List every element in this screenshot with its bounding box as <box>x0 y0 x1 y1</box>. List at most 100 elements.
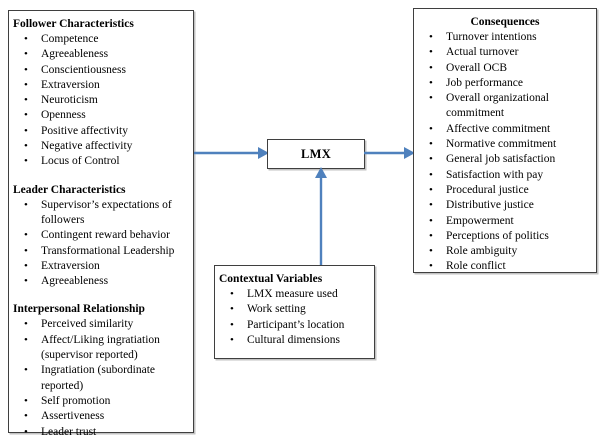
bullet-icon: • <box>24 318 28 331</box>
bullet-icon: • <box>24 63 28 76</box>
list-item-label: LMX measure used <box>247 288 338 300</box>
list-item: • Agreeableness <box>13 47 189 62</box>
list-item-label: Supervisor’s expectations of followers <box>41 198 172 226</box>
list-item-label: Leader trust <box>41 425 97 438</box>
bullet-icon: • <box>24 140 28 153</box>
list-item-label: Negative affectivity <box>41 140 133 153</box>
list-item: • Negative affectivity <box>13 139 189 154</box>
list-item: •LMX measure used <box>219 287 370 302</box>
bullet-icon: • <box>24 259 28 272</box>
list-item-label: Actual turnover <box>446 46 519 59</box>
bullet-icon: • <box>24 124 28 137</box>
list-item-label: Perceived similarity <box>41 318 134 331</box>
list-item: •Work setting <box>219 302 370 317</box>
list-item-label: Extraversion <box>41 259 100 272</box>
arrow-antecedents-to-lmx <box>194 144 270 162</box>
list-item-label: Normative commitment <box>446 138 557 151</box>
bullet-icon: • <box>429 138 433 151</box>
lmx-label: LMX <box>300 146 332 161</box>
contextual-variables-box: Contextual Variables •LMX measure used •… <box>214 265 375 359</box>
list-item: • Contingent reward behavior <box>13 228 189 243</box>
bullet-icon: • <box>24 78 28 91</box>
bullet-icon: • <box>429 168 433 181</box>
consequences-title: Consequences <box>470 16 540 28</box>
list-item: •Satisfaction with pay <box>418 168 592 183</box>
bullet-icon: • <box>429 153 433 166</box>
list-item: •Turnover intentions <box>418 30 592 45</box>
list-item-label: Extraversion <box>41 78 100 91</box>
list-item: •Cultural dimensions <box>219 333 370 348</box>
list-item: •Overall OCB <box>418 61 592 76</box>
bullet-icon: • <box>429 199 433 212</box>
list-item: • Procedural justice <box>418 183 592 198</box>
list-consequences: •Turnover intentions •Actual turnover •O… <box>418 30 592 275</box>
bullet-icon: • <box>24 333 28 346</box>
list-item-label: Conscientiousness <box>41 63 126 76</box>
list-item: • General job satisfaction <box>418 152 592 167</box>
list-item: • Role ambiguity <box>418 244 592 259</box>
bullet-icon: • <box>24 94 28 107</box>
list-item-label: Locus of Control <box>41 155 120 168</box>
list-item-label: Assertiveness <box>41 410 105 423</box>
list-item: • Perceived similarity <box>13 317 189 332</box>
bullet-icon: • <box>429 31 433 43</box>
list-follower-characteristics: •Competence • Agreeableness • Conscientiou… <box>13 32 189 170</box>
list-item-label: Participant’s location <box>247 318 345 331</box>
list-item: •Overall organizational commitment <box>418 91 592 122</box>
list-item: •Affective commitment <box>418 122 592 137</box>
list-item-label: Distributive justice <box>446 199 534 212</box>
bullet-icon: • <box>24 48 28 61</box>
list-item: • Extraversion <box>13 78 189 93</box>
bullet-icon: • <box>429 122 433 135</box>
bullet-icon: • <box>230 318 234 331</box>
bullet-icon: • <box>24 394 28 407</box>
list-item-label: Transformational Leadership <box>41 244 175 257</box>
bullet-icon: • <box>24 229 28 242</box>
group-title-follower-characteristics: Follower Characteristics <box>13 18 134 30</box>
list-item: • Conscientiousness <box>13 63 189 78</box>
list-item: • Extraversion <box>13 259 189 274</box>
bullet-icon: • <box>429 183 433 196</box>
contextual-variables-title: Contextual Variables <box>219 273 323 285</box>
lmx-box: LMX <box>267 139 365 169</box>
list-item-label: Agreeableness <box>41 48 109 61</box>
list-item-label: Self promotion <box>41 394 111 407</box>
list-item-label: Job performance <box>446 76 523 89</box>
list-item-label: Empowerment <box>446 214 514 227</box>
list-item: • Empowerment <box>418 214 592 229</box>
list-item: •Job performance <box>418 76 592 91</box>
consequences-box: Consequences •Turnover intentions • Actua… <box>413 8 597 273</box>
list-item-label: Role ambiguity <box>446 245 518 258</box>
list-item: • Ingratiation (subordinate reported) <box>13 363 189 394</box>
bullet-icon: • <box>24 109 28 122</box>
bullet-icon: • <box>429 214 433 227</box>
bullet-icon: • <box>429 245 433 258</box>
bullet-icon: • <box>24 425 28 438</box>
group-title-interpersonal-relationship: Interpersonal Relationship <box>13 303 145 316</box>
list-item: •Transformational Leadership <box>13 244 189 259</box>
list-item: •Supervisor’s expectations of followers <box>13 198 189 229</box>
group-title-leader-characteristics: Leader Characteristics <box>13 183 126 196</box>
list-item-label: Overall OCB <box>446 61 508 74</box>
list-item: • Normative commitment <box>418 137 592 152</box>
group-interpersonal-relationship: Interpersonal Relationship • Perceived si… <box>13 302 189 439</box>
bullet-icon: • <box>429 46 433 59</box>
group-leader-characteristics: Leader Characteristics •Supervisor’s exp… <box>13 183 189 290</box>
list-item: •Perceptions of politics <box>418 229 592 244</box>
list-contextual-variables: •LMX measure used •Work setting • Partici… <box>219 287 370 348</box>
list-item-label: Procedural justice <box>446 183 529 196</box>
list-item-label: Ingratiation (subordinate reported) <box>41 364 156 392</box>
list-item: • Leader trust <box>13 425 189 440</box>
list-item: •Affect/Liking ingratiation (supervisor … <box>13 333 189 364</box>
bullet-icon: • <box>24 275 28 288</box>
list-item-label: Overall organizational commitment <box>446 92 549 120</box>
list-item: •Competence <box>13 32 189 47</box>
list-item: •Assertiveness <box>13 409 189 424</box>
bullet-icon: • <box>24 364 28 377</box>
list-item-label: Contingent reward behavior <box>41 229 171 242</box>
list-item-label: Role conflict <box>446 260 506 273</box>
list-item-label: Positive affectivity <box>41 124 128 137</box>
list-item-label: General job satisfaction <box>446 153 556 166</box>
list-interpersonal-relationship: • Perceived similarity •Affect/Liking ing… <box>13 317 189 439</box>
